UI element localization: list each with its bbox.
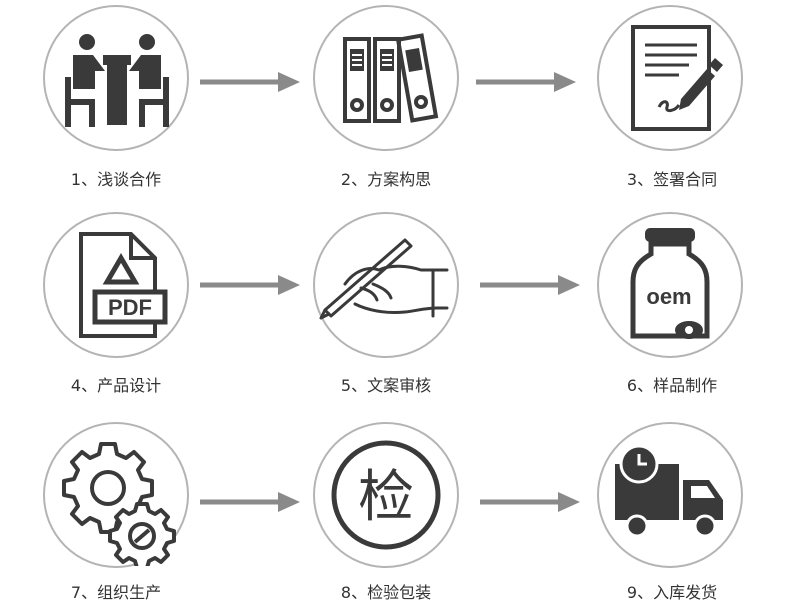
contract-signing-icon (631, 25, 723, 131)
arrow-4-5 (200, 275, 300, 295)
step-4-circle: PDF (43, 212, 189, 358)
writing-hand-icon (319, 238, 449, 320)
step-4-label: 4、产品设计 (70, 376, 162, 395)
step-9-circle (597, 422, 743, 568)
inspection-stamp-icon: 检 (331, 440, 441, 550)
step-8-circle: 检 (313, 422, 459, 568)
step-3-label: 3、签署合同 (626, 170, 718, 189)
pdf-text: PDF (108, 295, 152, 320)
pdf-file-icon: PDF (79, 232, 168, 338)
meeting-icon (65, 34, 169, 127)
arrow-1-2 (200, 72, 300, 92)
binders-icon (343, 33, 439, 123)
step-1-label: 1、浅谈合作 (70, 170, 162, 189)
delivery-truck-icon (615, 444, 723, 538)
step-2-circle (313, 5, 459, 151)
arrow-2-3 (476, 72, 576, 92)
arrow-5-6 (480, 275, 580, 295)
oem-text: oem (646, 284, 691, 309)
step-5-circle (313, 212, 459, 358)
step-6-label: 6、样品制作 (626, 376, 718, 395)
oem-bottle-icon: oem (630, 228, 710, 339)
step-8-label: 8、检验包装 (340, 583, 432, 602)
step-3-circle (597, 5, 743, 151)
step-6-circle: oem (597, 212, 743, 358)
step-2-label: 2、方案构思 (340, 170, 432, 189)
step-1-circle (43, 5, 189, 151)
step-9-label: 9、入库发货 (626, 583, 718, 602)
step-7-circle (43, 422, 189, 568)
stamp-character: 检 (358, 465, 414, 530)
arrow-8-9 (480, 492, 580, 512)
step-5-label: 5、文案审核 (340, 376, 432, 395)
arrow-7-8 (200, 492, 300, 512)
step-7-label: 7、组织生产 (70, 583, 162, 602)
gears-icon (62, 442, 176, 566)
